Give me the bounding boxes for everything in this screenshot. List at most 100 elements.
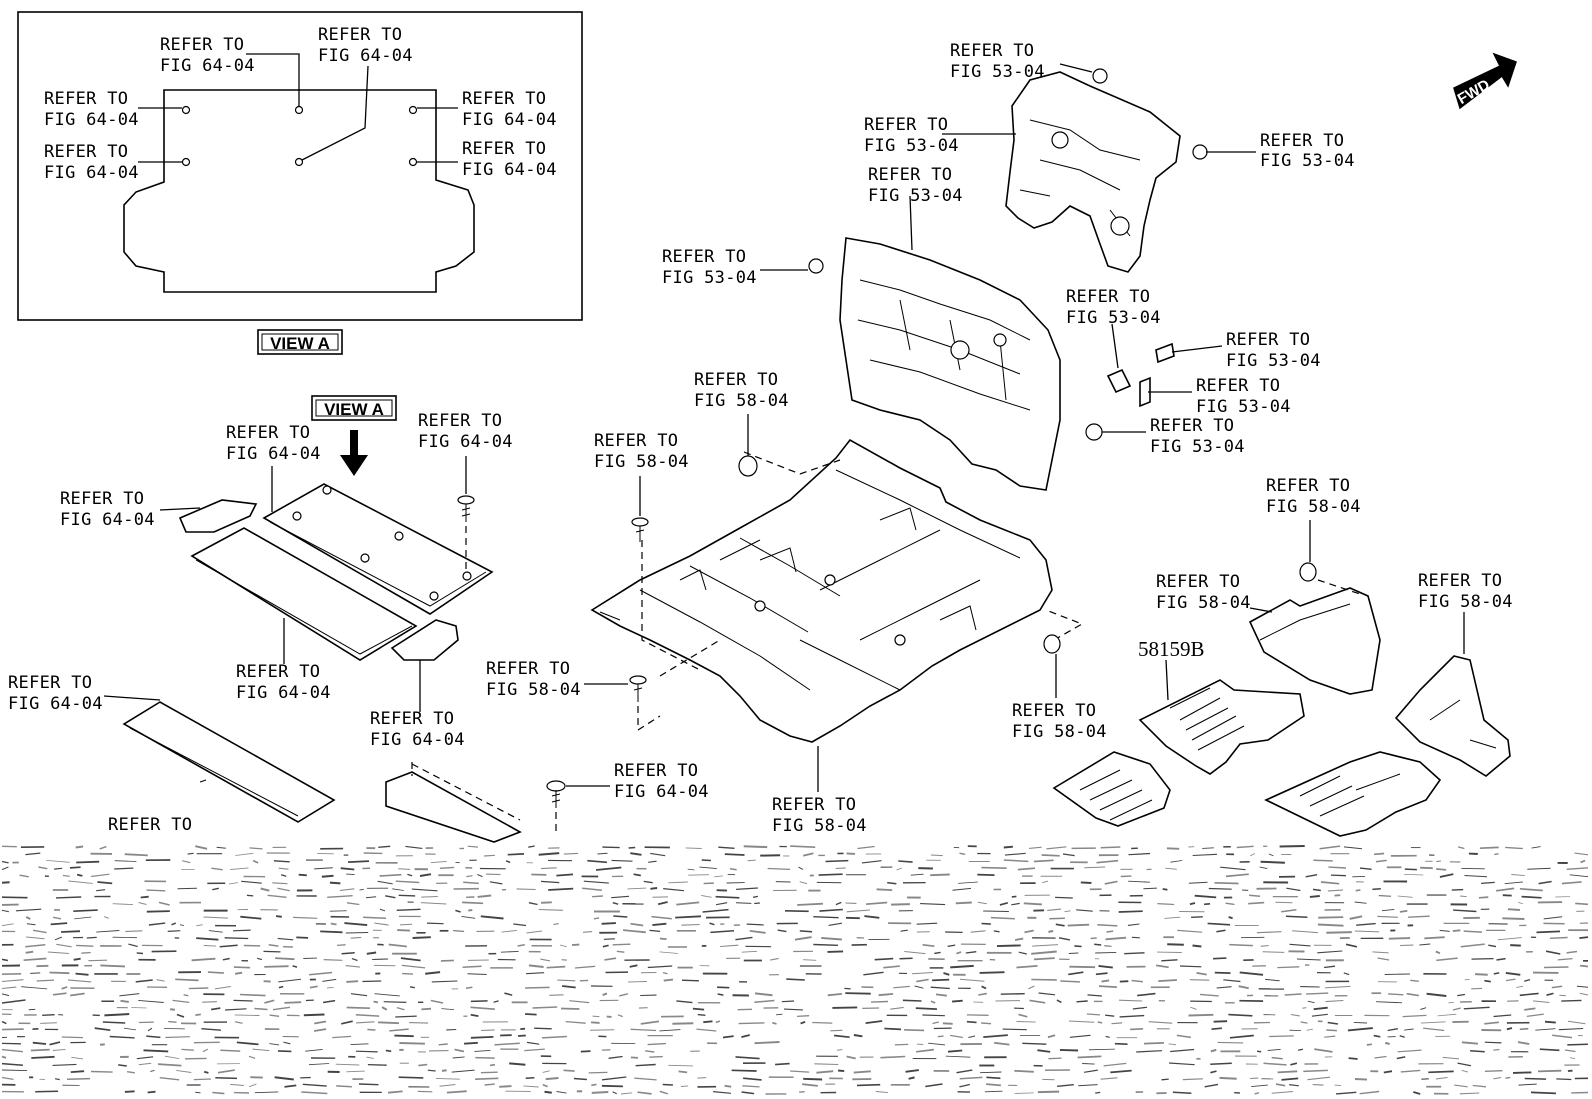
noise-stroke [158,1063,182,1067]
noise-stroke [601,1084,623,1088]
noise-stroke [1484,1041,1502,1044]
noise-stroke [1496,957,1506,961]
noise-stroke [214,986,231,990]
noise-stroke [483,854,495,857]
view-a-inset [17,11,583,321]
noise-stroke [790,845,816,848]
noise-stroke [680,1085,689,1087]
noise-stroke [66,1077,91,1080]
noise-stroke [426,922,444,925]
noise-stroke [1194,894,1217,899]
noise-stroke [329,909,347,912]
noise-stroke [981,985,987,990]
noise-stroke [526,972,545,975]
label-line1: REFER TO [594,431,678,451]
noise-stroke [1207,922,1231,926]
noise-stroke [1179,965,1202,968]
noise-stroke [1559,994,1566,997]
noise-stroke [1076,1000,1088,1003]
noise-stroke [283,1041,291,1045]
noise-stroke [230,867,249,871]
noise-stroke [112,903,133,906]
noise-stroke [269,1014,280,1017]
noise-stroke [1307,1000,1315,1004]
noise-stroke [593,917,600,920]
noise-stroke [49,1041,61,1046]
noise-stroke [252,1048,270,1052]
noise-stroke [556,873,574,877]
noise-stroke [1170,1048,1195,1053]
noise-stroke [1408,915,1430,918]
noise-stroke [1326,1029,1337,1032]
noise-stroke [1014,1069,1034,1073]
noise-stroke [1442,1056,1460,1060]
noise-stroke [619,993,629,997]
noise-stroke [489,881,503,885]
noise-stroke [1031,950,1057,955]
noise-stroke [802,852,814,857]
noise-stroke [647,965,673,969]
deck-front-piece [390,619,459,661]
noise-stroke [308,1063,330,1066]
noise-stroke [493,1000,499,1003]
noise-stroke [411,888,438,892]
image-noise-band [1,845,1589,1095]
noise-stroke [260,887,270,892]
noise-stroke [467,973,487,975]
noise-stroke [1267,1048,1281,1051]
noise-stroke [1097,923,1118,927]
noise-stroke [714,875,723,878]
noise-stroke [1419,943,1431,946]
noise-stroke [1271,1091,1294,1094]
noise-stroke [1564,1049,1576,1053]
noise-stroke [188,987,209,990]
noise-stroke [827,950,844,953]
noise-stroke [494,1042,520,1046]
noise-stroke [1225,873,1249,878]
noise-stroke [1260,860,1285,864]
noise-stroke [254,1091,279,1094]
noise-stroke [409,986,415,989]
noise-stroke [966,1020,977,1024]
noise-stroke [36,979,55,982]
grommet-icon [808,258,824,274]
noise-stroke [477,874,483,878]
noise-stroke [277,887,290,892]
noise-stroke [1,979,24,983]
noise-stroke [1229,943,1253,947]
noise-stroke [430,999,444,1004]
leader-line [1111,323,1119,369]
noise-stroke [504,992,513,996]
noise-stroke [182,860,191,864]
noise-stroke [1118,910,1143,913]
noise-stroke [55,896,82,899]
view-a-title: VIEW A [270,334,330,353]
noise-stroke [979,1071,1002,1074]
noise-stroke [138,999,164,1003]
noise-stroke [1504,881,1523,885]
noise-stroke [124,1027,137,1031]
noise-stroke [102,1021,126,1024]
noise-stroke [298,873,307,877]
noise-stroke [651,915,672,920]
noise-stroke [1463,1006,1490,1010]
noise-stroke [1164,916,1181,919]
label-line1: REFER TO [318,25,402,45]
noise-stroke [729,868,737,871]
noise-stroke [398,868,411,870]
noise-stroke [385,1049,392,1053]
noise-stroke [1024,929,1034,934]
noise-stroke [775,1062,790,1066]
noise-stroke [201,1028,221,1031]
noise-stroke [591,1091,609,1094]
noise-stroke [1481,881,1495,885]
noise-stroke [772,1021,777,1025]
noise-stroke [1082,1063,1095,1065]
noise-stroke [1268,853,1274,857]
noise-stroke [1353,1021,1368,1024]
noise-stroke [54,936,62,941]
noise-stroke [501,929,517,933]
noise-stroke [856,1083,881,1087]
noise-stroke [1374,852,1385,856]
noise-stroke [398,1076,424,1079]
